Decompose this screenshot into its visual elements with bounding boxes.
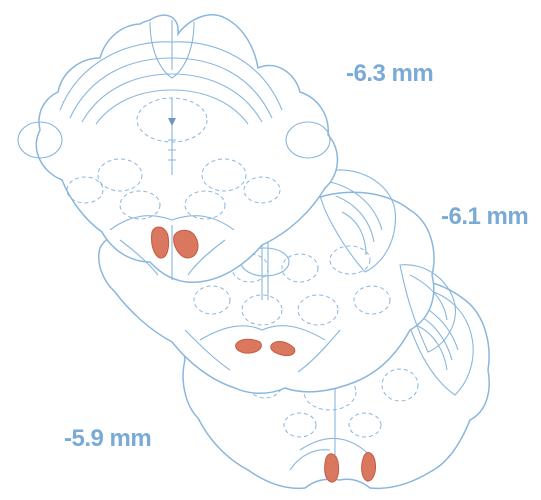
- section-label-posterior: -6.3 mm: [346, 60, 433, 88]
- section-label-middle: -6.1 mm: [441, 203, 528, 231]
- lesion-anterior-right: [362, 453, 376, 481]
- section-label-anterior: -5.9 mm: [64, 425, 151, 453]
- lesion-middle-left: [236, 339, 262, 353]
- lesion-anterior-left: [325, 454, 339, 482]
